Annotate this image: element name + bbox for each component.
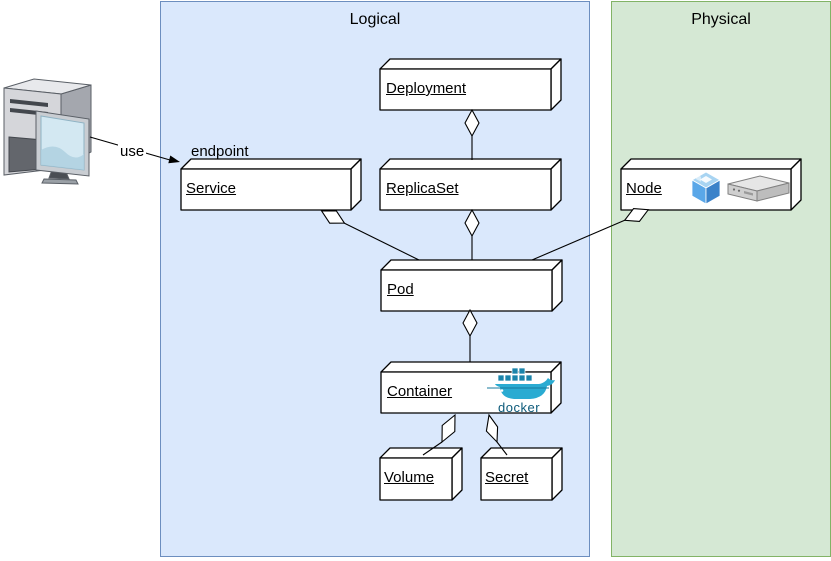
- docker-wordmark: docker: [498, 400, 541, 415]
- edge-replicaset-pod: [464, 208, 480, 260]
- service-label: Service: [186, 180, 237, 197]
- aggregation-diamond: [462, 308, 478, 338]
- region-physical: Physical: [611, 1, 831, 557]
- aggregation-diamond: [464, 108, 480, 138]
- pod-label: Pod: [387, 281, 414, 298]
- rack-server-icon: [727, 175, 790, 202]
- secret-box: [480, 447, 563, 501]
- replicaset-label: ReplicaSet: [386, 180, 459, 197]
- container-label: Container: [387, 383, 453, 400]
- aggregation-diamond: [623, 208, 650, 222]
- edge-service-pod: [320, 210, 420, 261]
- volume-label: Volume: [384, 469, 435, 486]
- virtualbox-cube-icon: [691, 171, 721, 205]
- edge-node-pod: [531, 208, 650, 261]
- arrowhead-icon: [168, 155, 180, 164]
- aggregation-diamond: [485, 413, 499, 444]
- replicaset-box: [379, 158, 562, 211]
- aggregation-diamond: [464, 208, 480, 238]
- aggregation-diamond: [441, 413, 456, 444]
- aggregation-diamond: [320, 210, 346, 224]
- edge-deployment-replicaset: [464, 108, 480, 160]
- volume-box: [379, 447, 463, 501]
- deployment-box: [379, 58, 562, 111]
- pod-box: [380, 259, 563, 312]
- endpoint-label: endpoint: [191, 143, 249, 160]
- deployment-label: Deployment: [386, 80, 467, 97]
- node-label: Node: [626, 180, 662, 197]
- use-edge-label: use: [118, 142, 147, 161]
- edge-pod-container: [462, 308, 478, 362]
- logical-region-title: Logical: [349, 11, 401, 28]
- edge-container-secret: [485, 413, 508, 456]
- desktop-computer-icon: [3, 78, 92, 185]
- service-box: [180, 158, 362, 211]
- physical-region-title: Physical: [691, 11, 751, 28]
- edge-container-volume: [422, 413, 456, 456]
- docker-whale-icon: [487, 367, 555, 399]
- secret-label: Secret: [485, 469, 529, 486]
